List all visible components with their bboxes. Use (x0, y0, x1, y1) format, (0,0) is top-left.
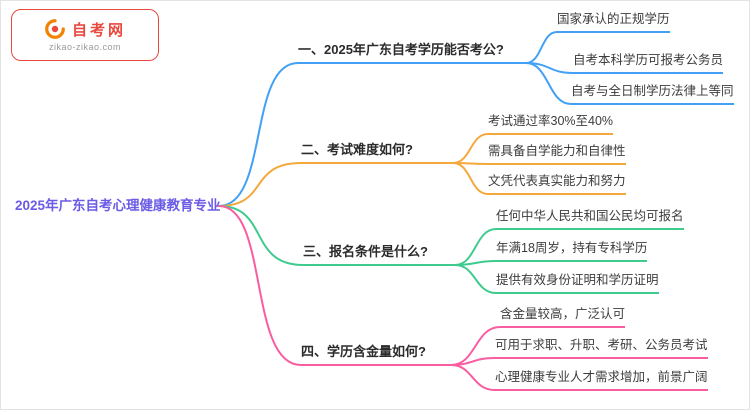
link-branch-1-leaf-2 (525, 62, 574, 74)
link-branch-1-leaf-3 (525, 62, 572, 105)
link-branch-4-leaf-1 (450, 326, 501, 366)
link-branch-2-leaf-1 (452, 133, 489, 164)
link-branch-1-leaf-1 (525, 31, 558, 64)
logo-text: 自考网 (71, 21, 126, 39)
leaf-node-3-3: 提供有效身份证明和学历证明 (496, 271, 659, 294)
link-root-branch-4 (218, 205, 302, 366)
link-root-branch-3 (218, 205, 304, 266)
logo-icon (45, 19, 65, 39)
leaf-node-3-1: 任何中华人民共和国公民均可报名 (496, 207, 684, 230)
leaf-node-1-2: 自考本科学历可报考公务员 (573, 51, 724, 74)
link-branch-3-leaf-1 (454, 228, 497, 266)
link-branch-4-leaf-3 (450, 364, 496, 391)
root-node: 2025年广东自考心理健康教育专业 (15, 198, 221, 213)
link-branch-2-leaf-2 (452, 162, 489, 165)
link-branch-3-leaf-2 (454, 260, 497, 266)
branch-node-3: 三、报名条件是什么? (303, 243, 455, 266)
leaf-node-1-1: 国家承认的正规学历 (557, 10, 670, 33)
leaf-node-2-1: 考试通过率30%至40% (488, 112, 614, 135)
leaf-node-2-2: 需具备自学能力和自律性 (488, 142, 626, 165)
leaf-node-3-2: 年满18周岁，持有专科学历 (496, 239, 648, 262)
leaf-node-2-3: 文凭代表真实能力和努力 (488, 172, 626, 195)
leaf-node-1-3: 自考与全日制学历法律上等同 (571, 82, 734, 105)
leaf-node-4-2: 可用于求职、升职、考研、公务员考试 (495, 336, 708, 359)
branch-node-2: 二、考试难度如何? (301, 141, 453, 164)
leaf-node-4-1: 含金量较高，广泛认可 (500, 305, 626, 328)
link-branch-4-leaf-2 (450, 357, 496, 366)
logo-row: 自考网 (44, 18, 126, 40)
link-branch-3-leaf-3 (454, 264, 497, 294)
site-logo: 自考网 zikao-zikao.com (11, 9, 159, 61)
link-root-branch-1 (218, 62, 299, 207)
logo-domain-text: zikao-zikao.com (48, 42, 122, 52)
link-root-branch-2 (218, 162, 302, 207)
branch-node-4: 四、学历含金量如何? (301, 343, 451, 366)
branch-node-1: 一、2025年广东自考学历能否考公? (298, 41, 526, 64)
leaf-node-4-3: 心理健康专业人才需求增加，前景广阔 (495, 368, 708, 391)
link-branch-2-leaf-3 (452, 162, 489, 195)
